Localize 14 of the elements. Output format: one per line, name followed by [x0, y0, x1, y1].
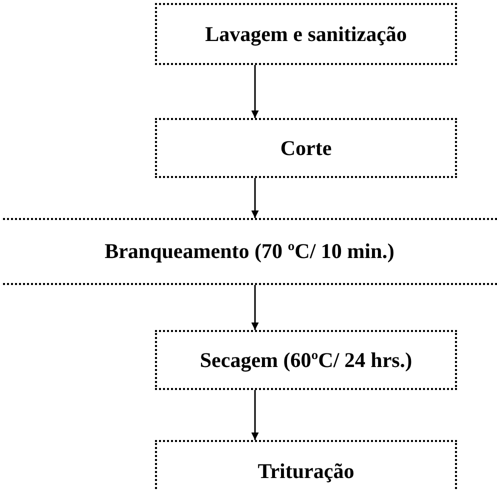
process-box [0, 218, 497, 285]
arrow [251, 65, 259, 118]
arrow [251, 285, 259, 330]
process-box [155, 3, 457, 65]
process-box [155, 118, 457, 178]
step-label: Trituração [258, 458, 354, 484]
step-label: Lavagem e sanitização [205, 22, 407, 46]
step-label: Branqueamento (70 ºC/ 10 min.) [104, 239, 394, 264]
arrow [251, 390, 259, 440]
step-label: Secagem (60ºC/ 24 hrs.) [200, 348, 412, 372]
process-box [155, 330, 457, 390]
process-box [155, 440, 457, 491]
step-label: Corte [280, 136, 332, 160]
arrow [251, 178, 259, 218]
